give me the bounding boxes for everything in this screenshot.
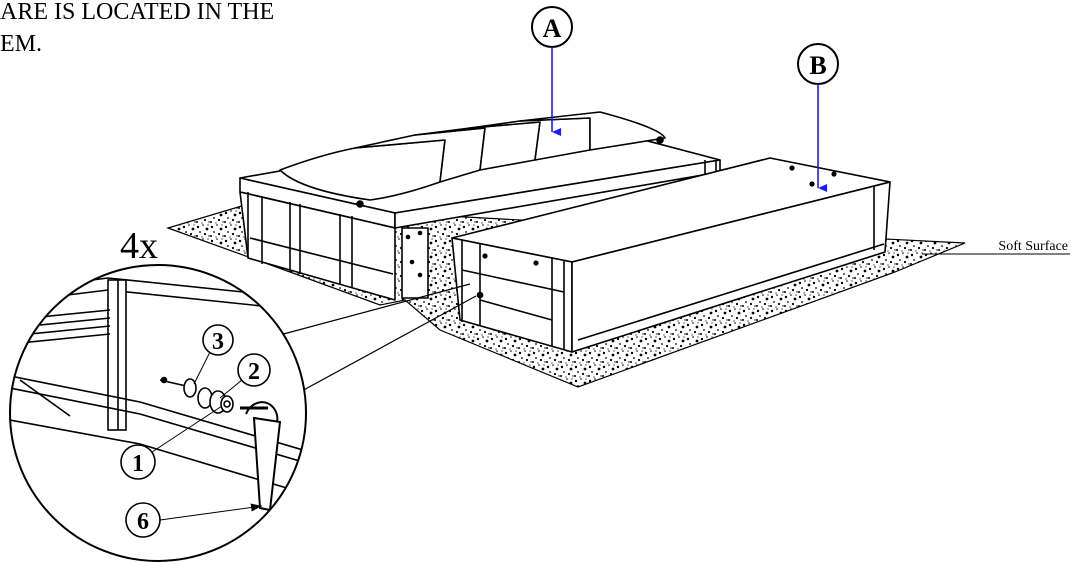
frame-unit-a: [239, 111, 721, 301]
callout-1-label: 1: [132, 451, 144, 477]
callout-a-label: A: [543, 14, 562, 43]
callout-6: [125, 502, 263, 538]
callout-2-label: 2: [248, 359, 260, 385]
callout-2: [219, 353, 271, 399]
callout-b-label: B: [809, 51, 826, 80]
note-line-1: ARE IS LOCATED IN THE: [0, 0, 275, 25]
callout-b: [797, 43, 839, 192]
quantity-label: 4x: [120, 225, 158, 267]
callout-1: [120, 405, 223, 480]
detail-leader-lines: [275, 283, 477, 393]
callout-3: [193, 324, 234, 385]
callout-a: [531, 6, 573, 136]
soft-surface-label: Soft Surface: [998, 239, 1068, 254]
detail-view: [9, 264, 307, 562]
frame-unit-b: [451, 157, 891, 353]
note-line-2: EM.: [0, 31, 42, 57]
callout-3-label: 3: [212, 329, 224, 355]
callout-6-label: 6: [137, 509, 149, 535]
